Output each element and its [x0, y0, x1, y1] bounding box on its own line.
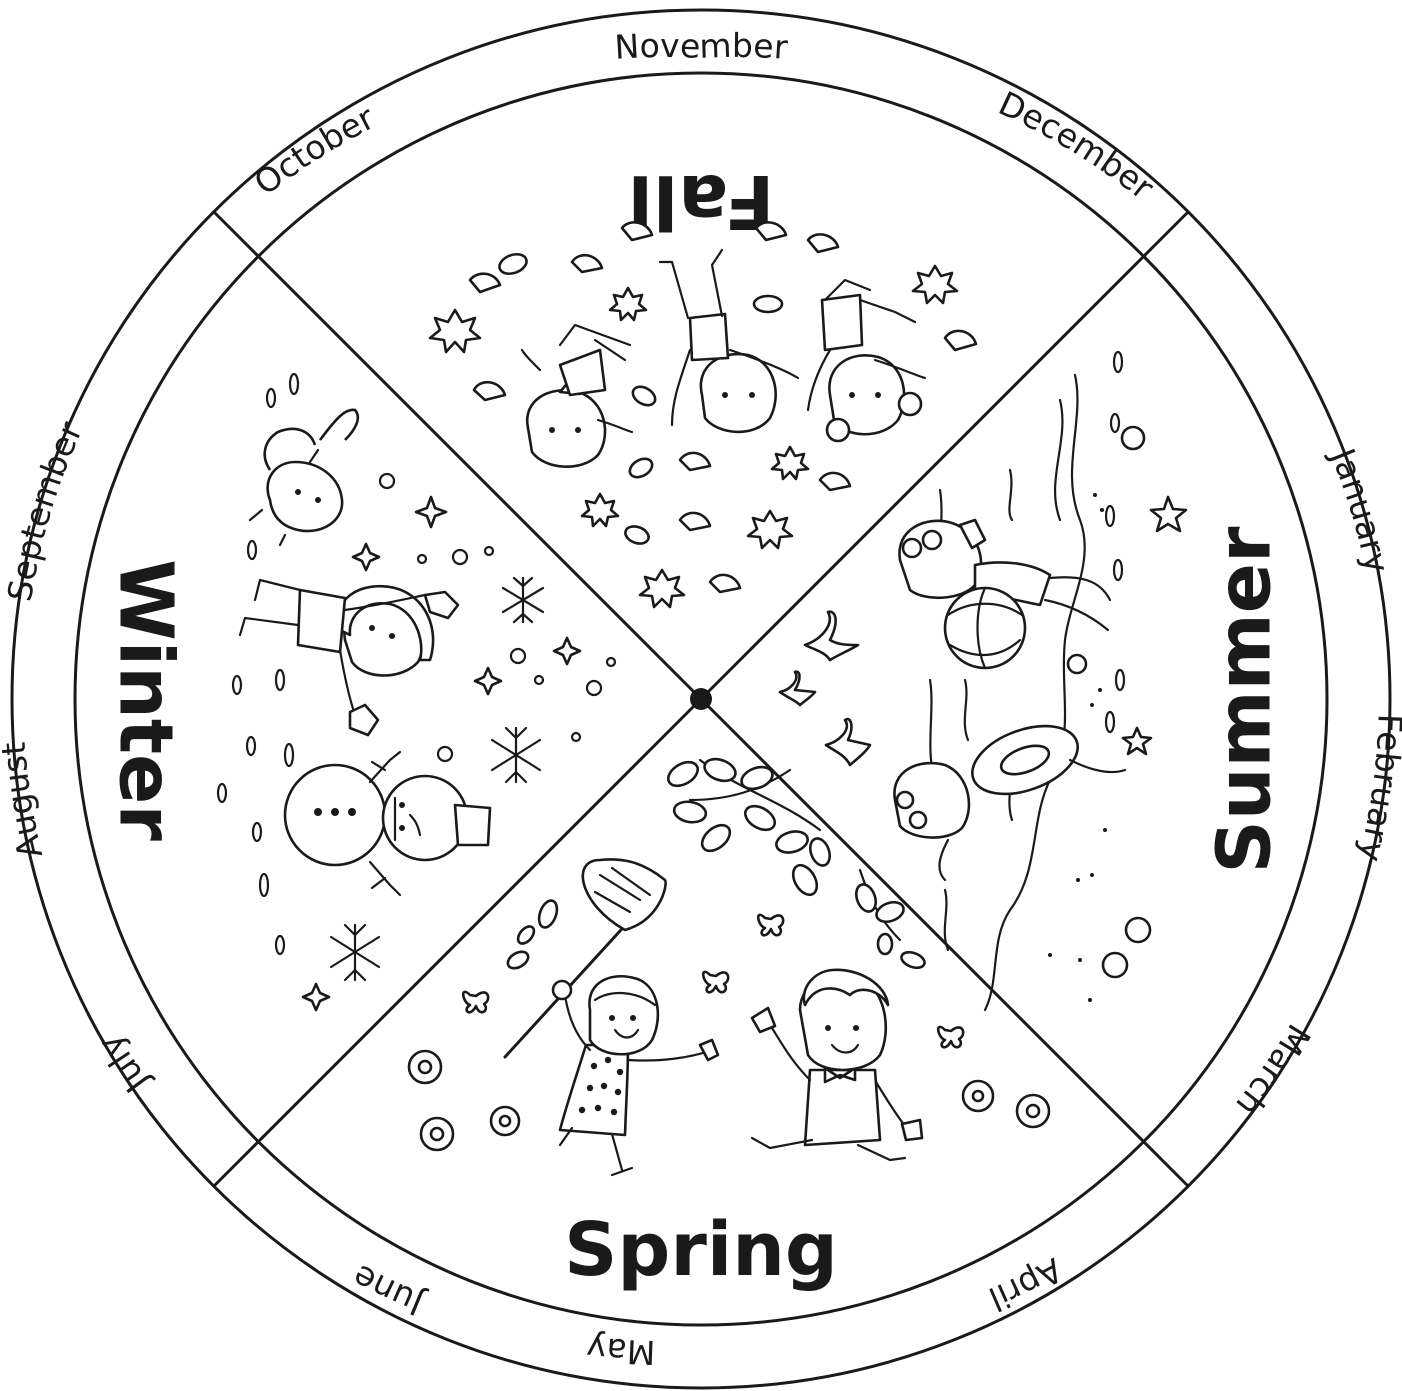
month-label-november: November	[613, 26, 789, 67]
snowman-icon	[285, 752, 490, 895]
season-title-summer: Summer	[1202, 526, 1288, 873]
month-label-december: December	[993, 84, 1162, 208]
bird-icon	[780, 612, 870, 765]
dog-icon	[250, 410, 358, 545]
center-pin	[690, 688, 712, 710]
month-label-september: September	[0, 415, 90, 604]
sparkle-icon	[303, 497, 580, 1010]
fall-child-right-figure	[808, 280, 925, 441]
month-label-january: January	[1322, 441, 1397, 576]
month-label-april: April	[983, 1250, 1069, 1319]
month-label-august: August	[0, 741, 50, 863]
month-label-may: May	[585, 1328, 657, 1372]
divider-sw	[214, 699, 701, 1186]
spring-girl-figure	[553, 976, 718, 1175]
winter-child-figure	[240, 580, 458, 735]
fall-illustration	[430, 222, 976, 607]
summer-illustration	[780, 352, 1186, 1010]
month-label-february: February	[1351, 713, 1402, 865]
season-title-winter: Winter	[102, 559, 188, 841]
fall-child-middle-figure	[660, 250, 798, 432]
seashell-icon	[1068, 427, 1186, 977]
spring-boy-figure	[752, 970, 922, 1160]
month-label-march: March	[1228, 1018, 1318, 1124]
ocean-waves-icon	[930, 375, 1085, 1010]
beach-ball-icon	[945, 588, 1025, 668]
leafy-branch-icon	[664, 755, 927, 971]
flower-icon	[409, 1051, 1049, 1150]
season-title-spring: Spring	[564, 1207, 838, 1293]
month-label-october: October	[247, 98, 381, 203]
fall-child-left-figure	[522, 325, 632, 467]
